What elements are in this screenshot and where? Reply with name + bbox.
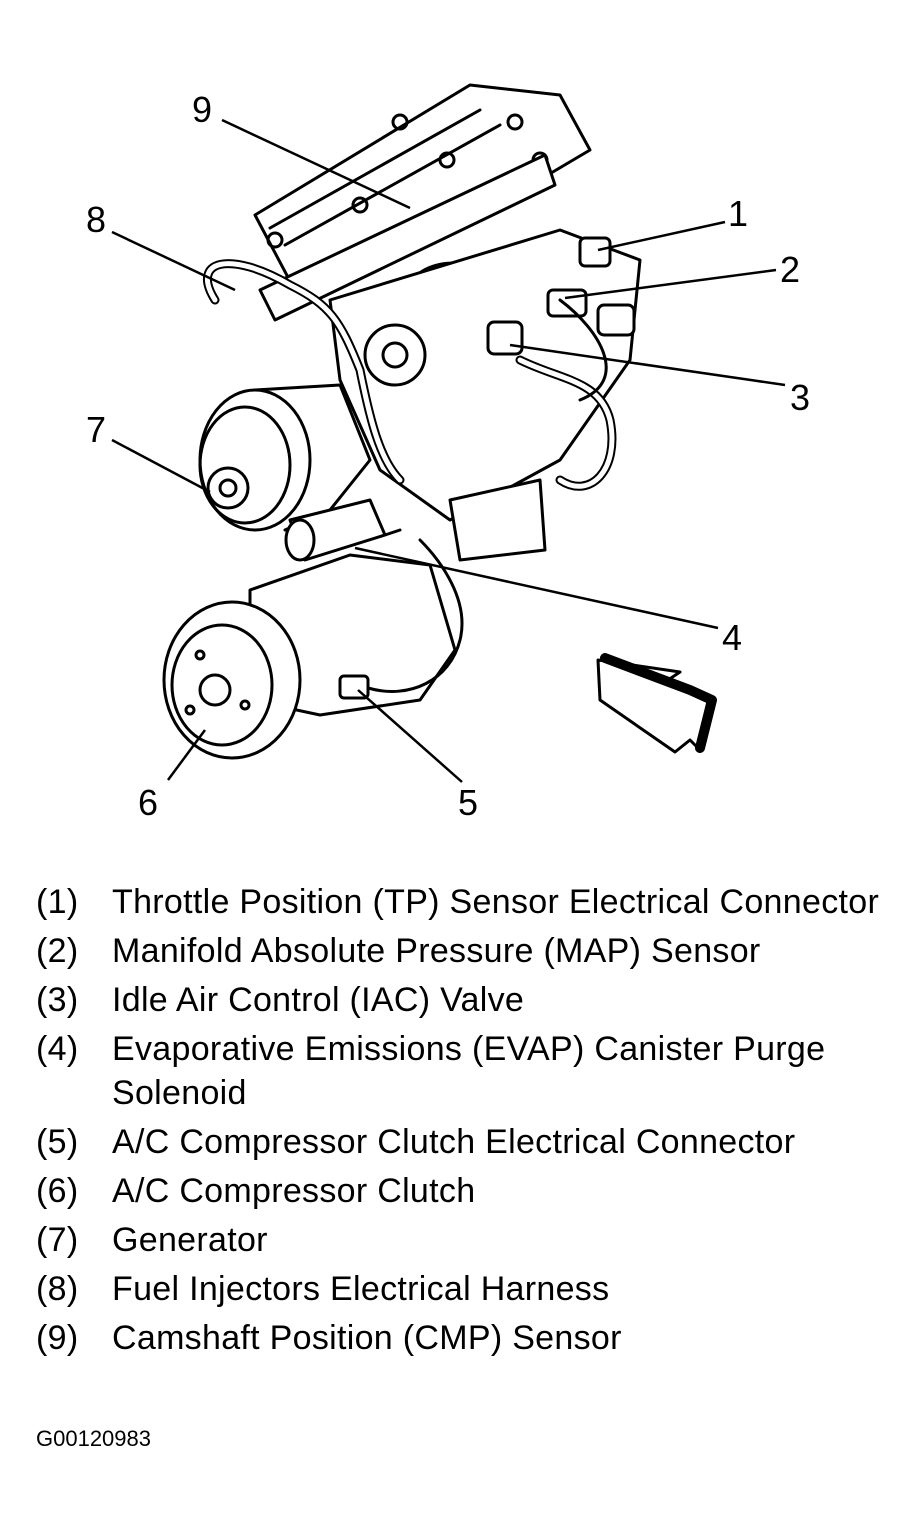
- legend-number: (3): [36, 981, 79, 1019]
- legend-text: Generator: [112, 1221, 268, 1259]
- legend-item: (8) Fuel Injectors Electrical Harness: [36, 1267, 886, 1311]
- legend-item: (1) Throttle Position (TP) Sensor Electri…: [36, 880, 886, 924]
- legend-text: Manifold Absolute Pressure (MAP) Sensor: [112, 932, 761, 970]
- legend-item: (2) Manifold Absolute Pressure (MAP) Sens…: [36, 929, 886, 973]
- legend-number: (2): [36, 932, 79, 970]
- callout-5: 5: [458, 782, 478, 823]
- callout-6: 6: [138, 782, 158, 823]
- callout-labels: 1 2 3 4 5 6 7 8 9: [86, 89, 810, 823]
- legend-item: (4) Evaporative Emissions (EVAP) Canister…: [36, 1027, 886, 1115]
- legend-number: (8): [36, 1270, 79, 1308]
- legend-number: (9): [36, 1319, 79, 1357]
- callout-7: 7: [86, 409, 106, 450]
- legend-item: (9) Camshaft Position (CMP) Sensor: [36, 1316, 886, 1360]
- legend-number: (4): [36, 1030, 79, 1068]
- legend-number: (6): [36, 1172, 79, 1210]
- callout-2: 2: [780, 249, 800, 290]
- figure-id: G00120983: [36, 1426, 151, 1451]
- callout-4: 4: [722, 617, 742, 658]
- callout-8: 8: [86, 199, 106, 240]
- legend-item: (3) Idle Air Control (IAC) Valve: [36, 978, 886, 1022]
- legend-text: Fuel Injectors Electrical Harness: [112, 1270, 610, 1308]
- legend-text: Camshaft Position (CMP) Sensor: [112, 1319, 622, 1357]
- legend-item: (6) A/C Compressor Clutch: [36, 1169, 886, 1213]
- legend-item: (5) A/C Compressor Clutch Electrical Conn…: [36, 1120, 886, 1164]
- legend-item: (7) Generator: [36, 1218, 886, 1262]
- legend-text: Idle Air Control (IAC) Valve: [112, 981, 525, 1019]
- callout-3: 3: [790, 377, 810, 418]
- legend-text: Evaporative Emissions (EVAP) Canister Pu…: [112, 1030, 826, 1112]
- legend-number: (5): [36, 1123, 79, 1161]
- legend-text: A/C Compressor Clutch Electrical Connect…: [112, 1123, 796, 1161]
- callout-1: 1: [728, 193, 748, 234]
- callout-9: 9: [192, 89, 212, 130]
- component-legend: (1) Throttle Position (TP) Sensor Electri…: [36, 880, 886, 1360]
- legend-number: (7): [36, 1221, 79, 1259]
- leader-lines: [111, 118, 786, 783]
- engine-component-diagram: 1 2 3 4 5 6 7 8 9: [86, 83, 810, 823]
- legend-text: Throttle Position (TP) Sensor Electrical…: [112, 883, 880, 921]
- legend-number: (1): [36, 883, 79, 921]
- legend-text: A/C Compressor Clutch: [112, 1172, 476, 1210]
- engine-illustration: [162, 83, 717, 760]
